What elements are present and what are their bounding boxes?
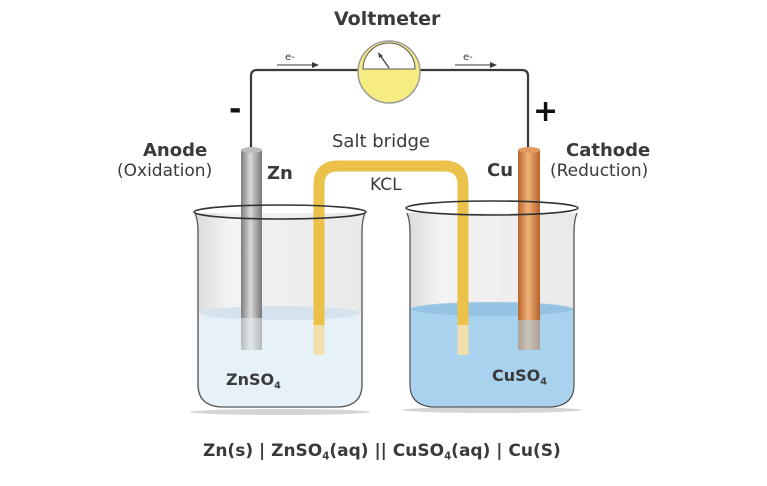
znso4-label: ZnSO4 <box>226 370 281 392</box>
wire-right <box>420 68 530 150</box>
zinc-label: Zn <box>267 163 293 184</box>
cell-notation: Zn(s) | ZnSO4(aq) || CuSO4(aq) | Cu(S) <box>203 441 561 463</box>
electron-arrow-left <box>277 62 319 68</box>
copper-electrode <box>518 147 540 350</box>
copper-label: Cu <box>487 160 514 181</box>
positive-terminal: + <box>533 94 559 129</box>
salt-bridge-label: Salt bridge <box>332 131 430 152</box>
negative-terminal: - <box>229 92 242 127</box>
zinc-electrode <box>241 147 262 350</box>
salt-bridge <box>313 160 469 355</box>
anode-process: (Oxidation) <box>117 161 213 181</box>
electron-label-left: e- <box>285 52 295 63</box>
salt-bridge-electrolyte: KCL <box>370 175 402 195</box>
voltmeter-icon <box>357 40 421 104</box>
cathode-process: (Reduction) <box>550 161 649 181</box>
electron-label-right: e- <box>463 52 473 63</box>
wire-left <box>249 68 360 150</box>
voltmeter-title: Voltmeter <box>334 8 441 30</box>
anode-label: Anode <box>143 140 208 161</box>
cathode-label: Cathode <box>566 140 651 161</box>
electron-arrow-right <box>455 62 497 68</box>
cuso4-label: CuSO4 <box>492 366 547 388</box>
